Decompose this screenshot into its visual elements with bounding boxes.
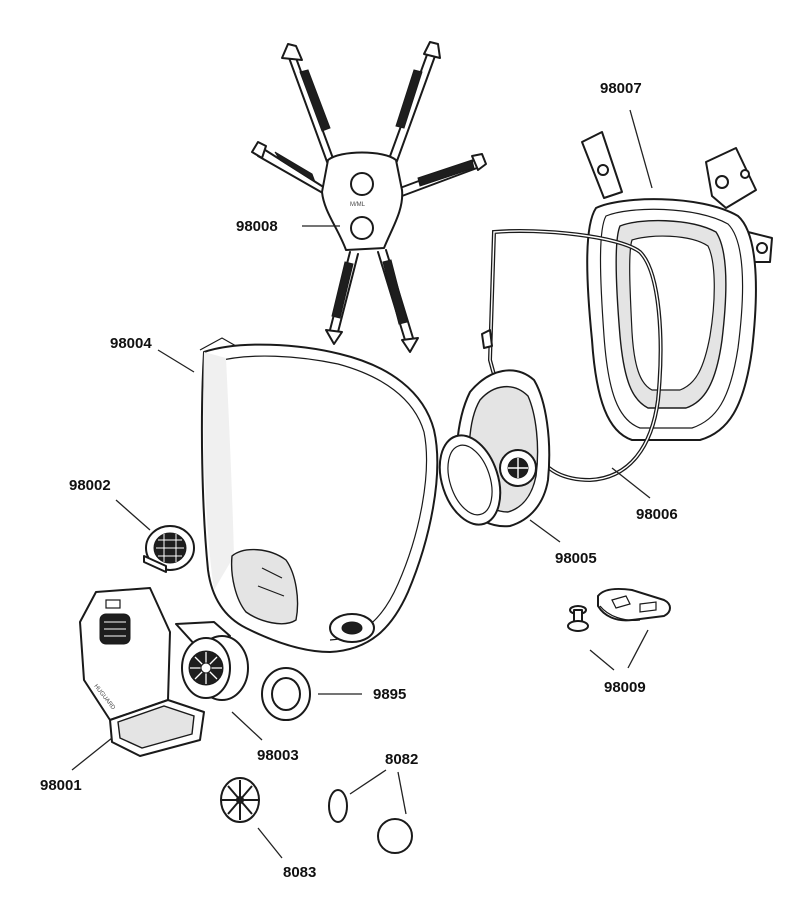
gasket-drawing [261,667,311,721]
svg-text:M/ML: M/ML [350,202,366,208]
label-valve-disc: 8083 [283,864,316,881]
exhalation-valve-drawing [143,525,195,573]
label-lens-seal-ring: 98006 [636,506,678,523]
label-inner-mask: 98005 [555,550,597,567]
leader-inner-mask [529,519,561,543]
leader-o-ring-large [397,771,407,815]
o-rings-drawing [328,789,413,854]
label-buckle-kit: 98009 [604,679,646,696]
leader-inhalation-valve-seat [231,711,263,741]
label-inhalation-valve-seat: 98003 [257,747,299,764]
leader-buckle-plate [627,629,649,669]
label-o-rings: 8082 [385,751,418,768]
leader-valve-disc [257,827,283,859]
visor-drawing [199,337,439,653]
label-speech-cover: 98001 [40,777,82,794]
label-frame-with-straps: 98007 [600,80,642,97]
label-visor: 98004 [110,335,152,352]
leader-speech-cover [71,737,113,771]
head-harness-drawing: M/ML [251,41,487,353]
speech-cover-drawing: HUGUARD [79,587,205,757]
frame-with-straps-drawing [581,131,773,441]
label-head-harness: 98008 [236,218,278,235]
buckle-kit-drawing [567,587,671,632]
leader-lens-seal-ring [611,467,651,499]
valve-disc-drawing [220,777,260,823]
leader-frame-with-straps [629,109,653,189]
label-exhalation-valve: 98002 [69,477,111,494]
leader-buckle-stud [589,649,615,671]
inner-mask-drawing [438,369,551,528]
label-gasket: 9895 [373,686,406,703]
leader-visor [157,349,195,373]
inhalation-valve-seat-drawing [175,621,249,701]
leader-o-ring-small [349,769,387,795]
leader-exhalation-valve [115,499,151,531]
